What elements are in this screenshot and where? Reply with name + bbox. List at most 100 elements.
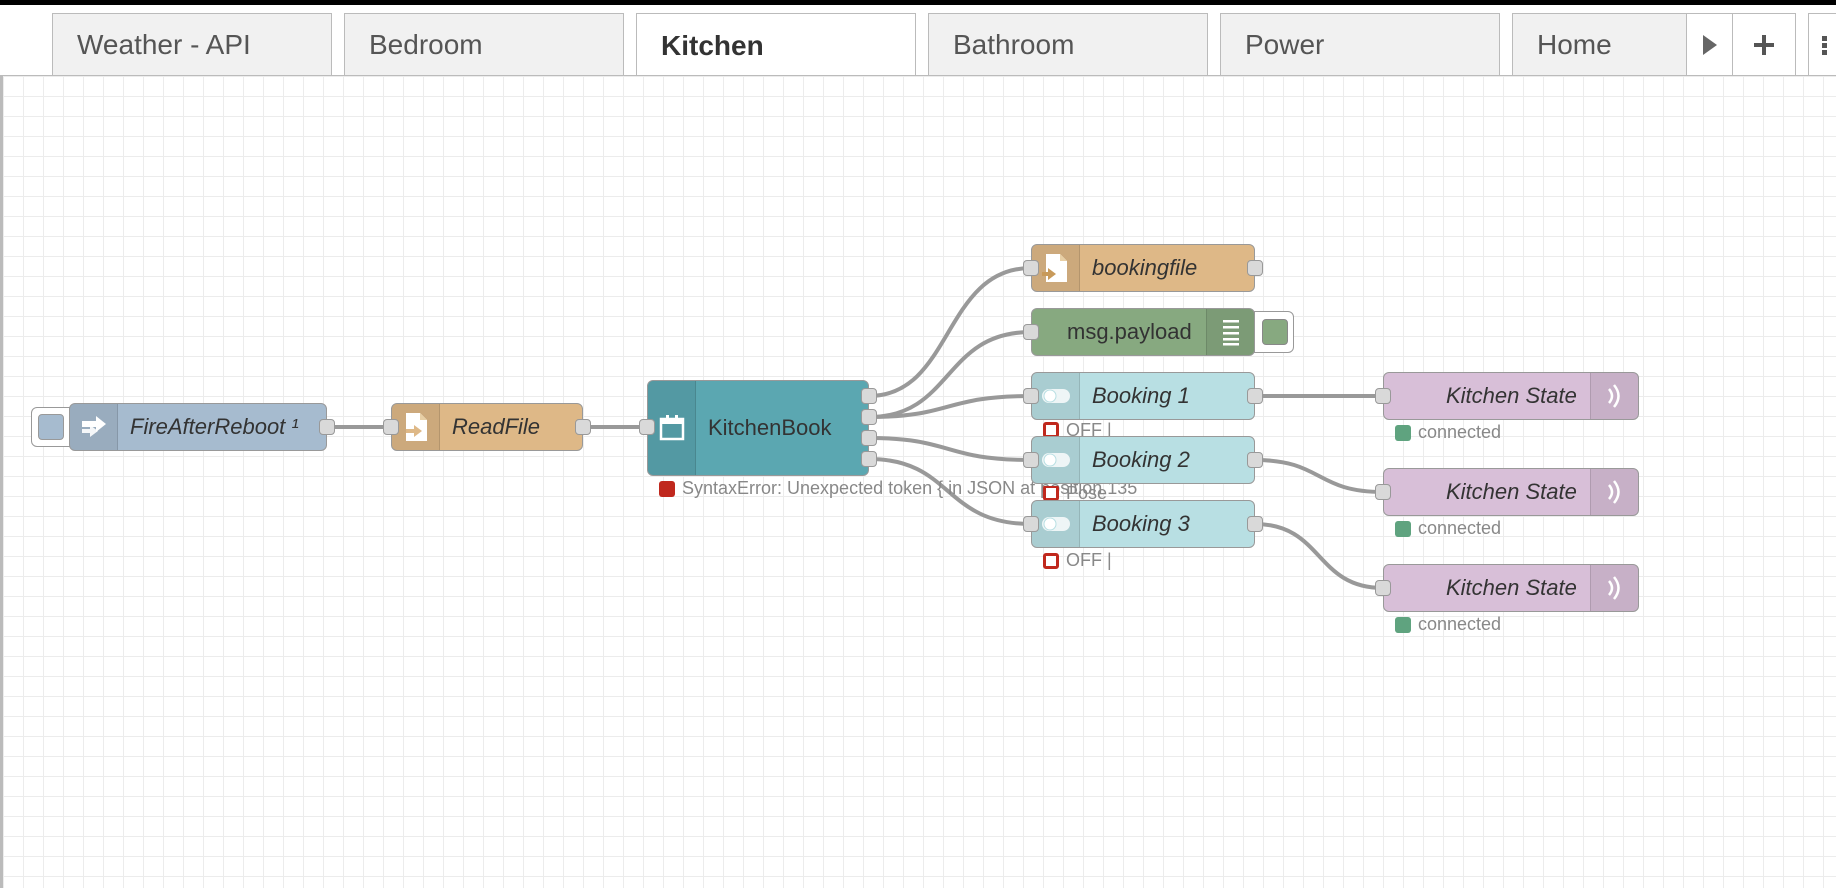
input-port[interactable] [1023, 260, 1039, 276]
tab-bedroom[interactable]: Bedroom [344, 13, 624, 75]
wire-layer [327, 266, 1384, 590]
broadcast-icon [1590, 565, 1638, 611]
arrow-right-icon [70, 404, 118, 450]
wire-booking2-kitchenstate2 [1254, 458, 1384, 494]
node-bookingfile[interactable]: bookingfile [1031, 244, 1255, 292]
window-top-edge [0, 0, 1836, 5]
status-connected-dot [1395, 424, 1411, 441]
node-status-kitchenbook: SyntaxError: Unexpected token { in JSON … [659, 478, 1137, 499]
scroll-tabs-right-button[interactable] [1686, 13, 1734, 75]
tab-home[interactable]: Home [1512, 13, 1688, 75]
wire-kitchenbook-booking1 [868, 394, 1032, 419]
list-menu-icon [1822, 36, 1827, 55]
debug-button-square [1262, 319, 1288, 345]
node-kitchenbook[interactable]: KitchenBook [647, 380, 869, 476]
debug-toggle-button[interactable] [1254, 311, 1294, 353]
tab-label: Home [1537, 29, 1612, 60]
status-text: connected [1418, 614, 1502, 634]
broadcast-icon [1590, 469, 1638, 515]
output-port[interactable] [575, 419, 591, 435]
node-status-booking3: OFF | [1043, 550, 1112, 571]
inject-trigger-button[interactable] [31, 407, 71, 447]
node-kitchenstate-1[interactable]: Kitchen State [1383, 372, 1639, 420]
status-text: OFF | [1066, 422, 1112, 438]
node-msgpayload[interactable]: msg.payload [1031, 308, 1255, 356]
node-label: KitchenBook [708, 415, 832, 440]
wire-booking3-kitchenstate3 [1254, 522, 1384, 590]
output-port-3[interactable] [861, 430, 877, 446]
wire-kitchenbook-booking2 [868, 436, 1032, 462]
output-port[interactable] [1247, 260, 1263, 276]
node-kitchenstate-3[interactable]: Kitchen State [1383, 564, 1639, 612]
file-out-icon [1032, 245, 1080, 291]
node-label: Booking 1 [1092, 383, 1190, 408]
node-label: Kitchen State [1446, 383, 1577, 408]
output-port-4[interactable] [861, 451, 877, 467]
tab-label: Kitchen [661, 30, 764, 61]
node-fireafterreboot[interactable]: FireAfterReboot ¹ [69, 403, 327, 451]
node-status-booking2: Pose [1043, 486, 1107, 500]
input-port[interactable] [1375, 580, 1391, 596]
status-connected-dot [1395, 616, 1411, 633]
tab-label: Power [1245, 29, 1325, 60]
toggle-switch-icon [1032, 373, 1080, 419]
status-error-dot [659, 480, 675, 497]
node-status-kitchenstate-3: connected [1395, 614, 1501, 635]
inject-button-square [38, 414, 64, 440]
node-booking3[interactable]: Booking 3 [1031, 500, 1255, 548]
output-port-1[interactable] [861, 388, 877, 404]
input-port[interactable] [639, 419, 655, 435]
wire-kitchenbook-bookingfile [868, 266, 1032, 398]
node-kitchenstate-2[interactable]: Kitchen State [1383, 468, 1639, 516]
tab-label: Bedroom [369, 29, 483, 60]
node-label: msg.payload [1067, 319, 1192, 344]
add-flow-button[interactable] [1732, 13, 1796, 75]
output-port[interactable] [1247, 516, 1263, 532]
input-port[interactable] [1023, 324, 1039, 340]
wire-kitchenbook-booking3 [868, 457, 1032, 526]
status-text: connected [1418, 518, 1502, 538]
node-label: Kitchen State [1446, 575, 1577, 600]
node-label: bookingfile [1092, 255, 1198, 280]
wire-kitchenbook-msgpayload [868, 330, 1032, 419]
output-port[interactable] [1247, 452, 1263, 468]
status-text: connected [1418, 422, 1502, 442]
node-status-kitchenstate-2: connected [1395, 518, 1501, 539]
toggle-switch-icon [1032, 437, 1080, 483]
tab-kitchen[interactable]: Kitchen [636, 13, 916, 75]
input-port[interactable] [1023, 516, 1039, 532]
input-port[interactable] [1023, 388, 1039, 404]
calendar-icon [648, 381, 696, 475]
input-port[interactable] [1375, 484, 1391, 500]
toggle-switch-icon [1032, 501, 1080, 547]
debug-list-icon [1206, 309, 1254, 355]
status-text: Pose [1066, 486, 1108, 500]
tab-label: Weather - API [77, 29, 251, 60]
node-booking1[interactable]: Booking 1 [1031, 372, 1255, 420]
input-port[interactable] [383, 419, 399, 435]
triangle-right-icon [1703, 35, 1717, 55]
node-booking2[interactable]: Booking 2 [1031, 436, 1255, 484]
input-port[interactable] [1023, 452, 1039, 468]
output-port[interactable] [1247, 388, 1263, 404]
tab-power[interactable]: Power [1220, 13, 1500, 75]
status-ring-dot [1043, 486, 1059, 500]
output-port-2[interactable] [861, 409, 877, 425]
status-connected-dot [1395, 520, 1411, 537]
status-ring-dot [1043, 552, 1059, 569]
node-label: ReadFile [452, 414, 541, 439]
file-in-icon [392, 404, 440, 450]
node-readfile[interactable]: ReadFile [391, 403, 583, 451]
input-port[interactable] [1375, 388, 1391, 404]
node-label: FireAfterReboot ¹ [130, 414, 299, 439]
tab-weather-api[interactable]: Weather - API [52, 13, 332, 75]
node-status-kitchenstate-1: connected [1395, 422, 1501, 443]
node-label: Booking 3 [1092, 511, 1190, 536]
flow-list-menu-button[interactable] [1808, 13, 1836, 75]
flow-workspace[interactable]: FireAfterReboot ¹ ReadFile KitchenBook [0, 76, 1836, 888]
node-label: Kitchen State [1446, 479, 1577, 504]
tab-bathroom[interactable]: Bathroom [928, 13, 1208, 75]
tab-label: Bathroom [953, 29, 1075, 60]
plus-icon [1754, 35, 1774, 55]
output-port[interactable] [319, 419, 335, 435]
